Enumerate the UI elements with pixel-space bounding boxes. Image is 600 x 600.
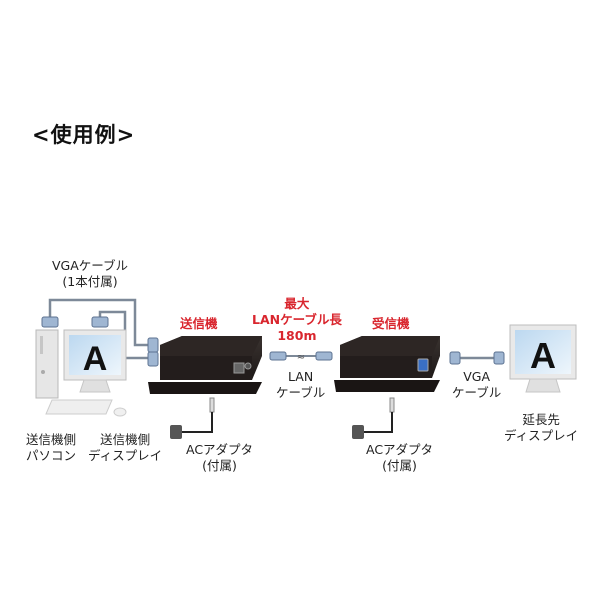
- sender-device-icon: [148, 336, 262, 394]
- vga-cable-sender-icon: [48, 298, 150, 360]
- vga-cable-right-label: VGA ケーブル: [452, 369, 502, 400]
- svg-text:A: A: [530, 335, 556, 376]
- receiver-label: 受信機: [372, 316, 410, 331]
- lan-cable-icon: ≈: [269, 351, 333, 363]
- ac-adapter-label-2: ACアダプタ (付属): [366, 442, 434, 473]
- vga-cable-receiver-icon: [449, 351, 505, 365]
- pc-tower-icon: [35, 329, 59, 399]
- sender-label: 送信機: [180, 316, 218, 331]
- ac-adapter-icon-2: [352, 397, 395, 439]
- receiver-device-icon: [334, 336, 440, 392]
- screen-letter: A: [83, 340, 108, 378]
- max-lan-length-label: 最大 LANケーブル長 180m: [252, 296, 342, 343]
- svg-text:≈: ≈: [297, 352, 305, 363]
- sender-pc-label: 送信機側 パソコン: [26, 432, 77, 463]
- vga-connector-icon: [41, 316, 159, 367]
- lan-cable-label: LAN ケーブル: [276, 369, 326, 400]
- ac-adapter-icon-1: [170, 397, 215, 439]
- mouse-icon: [113, 407, 127, 417]
- keyboard-icon: [45, 399, 113, 415]
- extended-display-icon: A: [509, 324, 577, 393]
- vga-cable-label: VGAケーブル (1本付属): [52, 258, 129, 289]
- sender-display-icon: A: [63, 329, 127, 393]
- page-title: <使用例>: [32, 123, 136, 147]
- sender-display-label: 送信機側 ディスプレイ: [88, 432, 163, 463]
- ac-adapter-label-1: ACアダプタ (付属): [186, 442, 254, 473]
- extended-display-label: 延長先 ディスプレイ: [504, 412, 579, 443]
